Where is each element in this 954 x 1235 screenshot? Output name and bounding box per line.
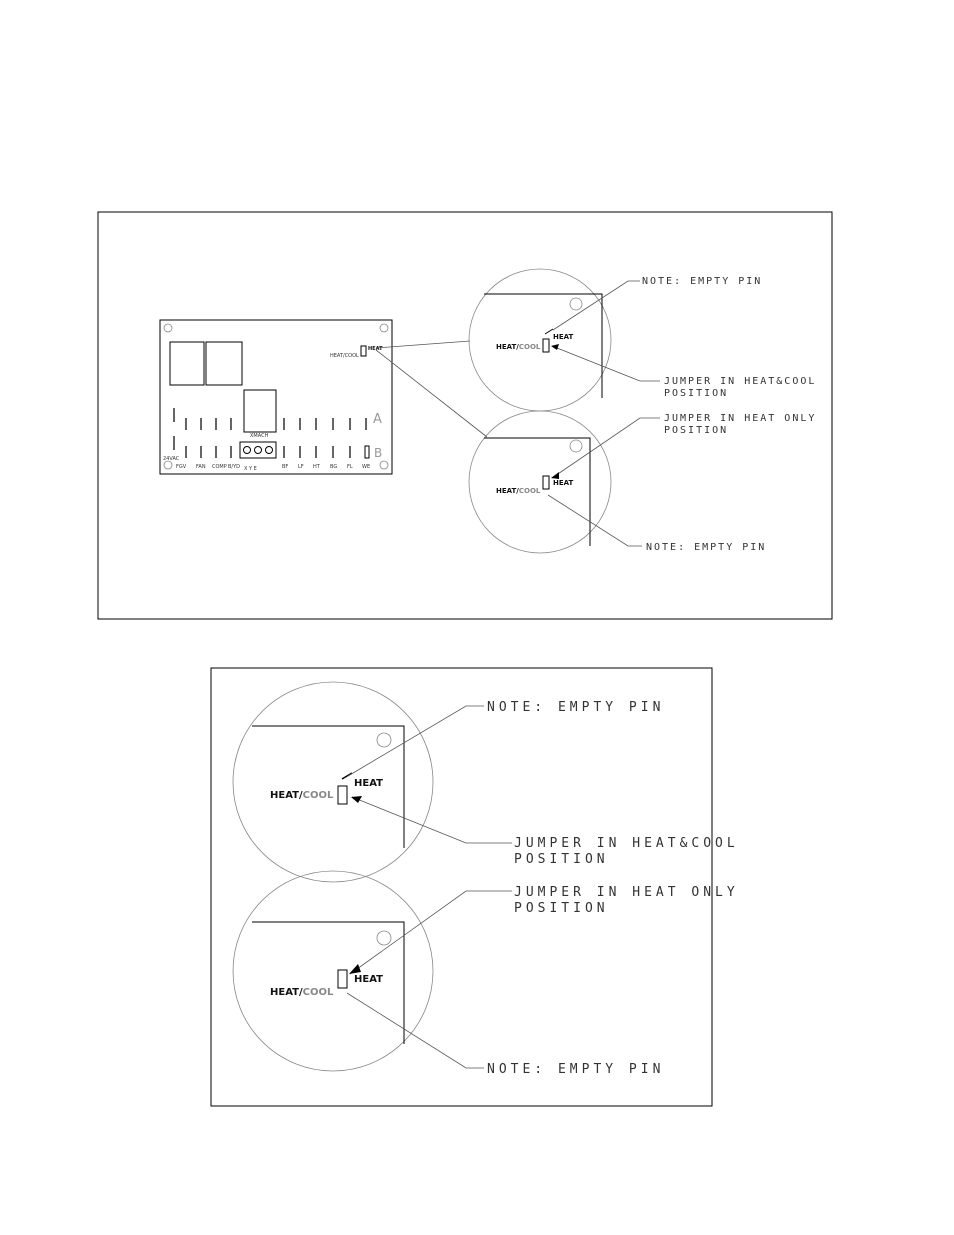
detail-circle-top-small: HEAT HEAT/COOL <box>468 268 612 412</box>
svg-text:HEAT: HEAT <box>354 778 383 789</box>
jumper-heat-only <box>542 475 550 490</box>
svg-text:POSITION: POSITION <box>514 852 609 867</box>
svg-text:FAN: FAN <box>196 464 206 470</box>
detail-circle-bottom-large: HEAT HEAT/COOL <box>232 870 434 1072</box>
svg-text:WE: WE <box>362 464 370 470</box>
jumper-heat-only-label-bottom: JUMPER IN HEAT ONLY <box>514 885 739 900</box>
svg-text:HEAT/COOL: HEAT/COOL <box>330 353 359 359</box>
jumper-heat-only-label-top: JUMPER IN HEAT ONLY <box>664 413 816 424</box>
svg-text:POSITION: POSITION <box>664 425 728 436</box>
note-empty-pin-top-2: NOTE: EMPTY PIN <box>646 542 766 553</box>
svg-text:HEAT/COOL: HEAT/COOL <box>270 987 334 998</box>
relay-2 <box>205 341 243 386</box>
svg-text:POSITION: POSITION <box>664 388 728 399</box>
svg-text:HEAT/COOL: HEAT/COOL <box>496 487 541 495</box>
svg-text:XMACH: XMACH <box>250 433 269 439</box>
svg-text:B/YD: B/YD <box>228 464 240 470</box>
note-empty-pin-bottom-1: NOTE: EMPTY PIN <box>487 700 664 715</box>
svg-text:HEAT: HEAT <box>368 346 383 352</box>
top-figure-frame <box>97 211 833 620</box>
svg-text:HEAT: HEAT <box>553 333 574 341</box>
jumper-heat-cool-large <box>337 785 348 805</box>
svg-text:POSITION: POSITION <box>514 901 609 916</box>
svg-text:FGV: FGV <box>176 464 187 470</box>
svg-text:HEAT/COOL: HEAT/COOL <box>270 790 334 801</box>
svg-text:HEAT: HEAT <box>354 974 383 985</box>
svg-text:LF: LF <box>298 464 304 470</box>
note-empty-pin-top-1: NOTE: EMPTY PIN <box>642 276 762 287</box>
svg-text:FL: FL <box>347 464 353 470</box>
svg-text:24VAC: 24VAC <box>163 456 180 462</box>
relay-3 <box>243 389 277 433</box>
jumper-heat-cool-label-bottom: JUMPER IN HEAT&COOL <box>514 836 739 851</box>
control-board: HEAT HEAT/COOL XMACH X Y E 24VAC FGV FAN… <box>159 319 393 475</box>
relay-1 <box>169 341 205 386</box>
mark-b: B <box>374 446 382 460</box>
svg-text:BF: BF <box>282 464 288 470</box>
jumper-heat-cool-label-top: JUMPER IN HEAT&COOL <box>664 376 816 387</box>
svg-text:HEAT/COOL: HEAT/COOL <box>496 343 541 351</box>
svg-text:HEAT: HEAT <box>553 479 574 487</box>
terminal-block <box>239 441 277 459</box>
svg-text:COMP: COMP <box>212 464 227 470</box>
jumper-heat-only-large <box>337 969 348 989</box>
note-empty-pin-bottom-2: NOTE: EMPTY PIN <box>487 1062 664 1077</box>
bottom-figure-frame <box>210 667 713 1107</box>
svg-text:BG: BG <box>330 464 337 470</box>
svg-text:X Y E: X Y E <box>244 466 257 472</box>
detail-circle-bottom-small: HEAT HEAT/COOL <box>468 410 612 554</box>
jumper-heat-cool <box>542 338 550 353</box>
mark-a: A <box>373 412 382 427</box>
detail-circle-top-large: HEAT HEAT/COOL <box>232 681 434 883</box>
board-jumper <box>360 345 367 357</box>
svg-text:HT: HT <box>313 464 321 470</box>
